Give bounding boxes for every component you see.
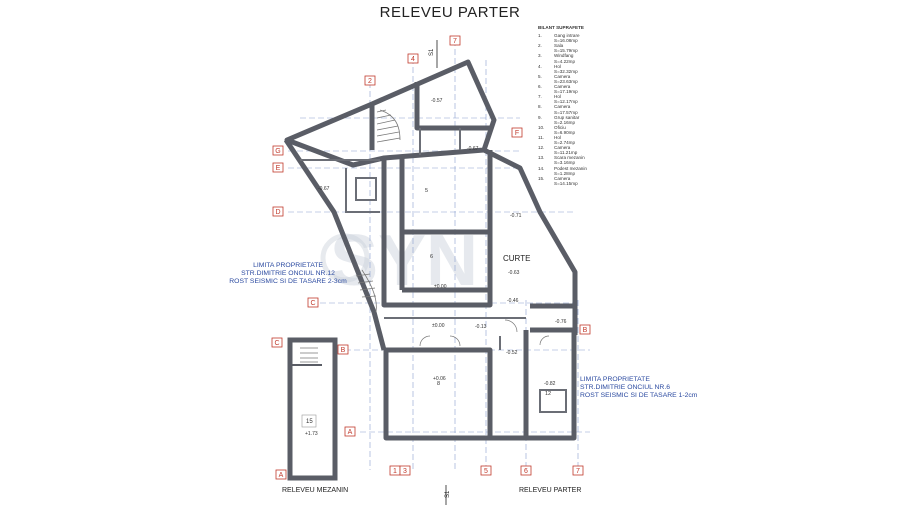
svg-text:S1: S1 bbox=[445, 490, 451, 498]
page-title: RELEVEU PARTER bbox=[379, 4, 521, 21]
stair-main bbox=[376, 109, 401, 143]
svg-text:-0.52: -0.52 bbox=[506, 350, 518, 356]
svg-text:7: 7 bbox=[453, 38, 457, 45]
svg-text:S1: S1 bbox=[429, 48, 435, 56]
axis-bubbles: 2 4 7 1 3 5 6 7 G E D C B A F B C A bbox=[271, 35, 591, 480]
svg-text:-0.71: -0.71 bbox=[510, 213, 522, 219]
svg-text:4: 4 bbox=[411, 56, 415, 63]
svg-text:+1.73: +1.73 bbox=[305, 431, 318, 437]
svg-text:1: 1 bbox=[393, 468, 397, 475]
mezanin-stair bbox=[300, 347, 318, 363]
svg-text:-0.57: -0.57 bbox=[431, 98, 443, 104]
property-limit-right: LIMITA PROPRIETATE STR.DIMITRIE ONCIUL N… bbox=[580, 376, 698, 399]
svg-text:5: 5 bbox=[425, 188, 428, 194]
courtyard-label: CURTE bbox=[503, 254, 531, 263]
level-marks: -0.67 -0.67 -0.71 -0.63 -0.46 -0.13 -0.7… bbox=[305, 98, 567, 437]
room-marks: 5 6 8 12 bbox=[425, 188, 551, 397]
svg-text:+0.06: +0.06 bbox=[433, 376, 446, 382]
svg-text:3: 3 bbox=[403, 468, 407, 475]
interior-walls bbox=[300, 128, 567, 413]
svg-text:6: 6 bbox=[430, 254, 433, 260]
svg-text:F: F bbox=[515, 130, 519, 137]
svg-text:C: C bbox=[274, 340, 279, 347]
legend-heading: BILANT SUPRAFETE bbox=[538, 25, 584, 30]
section-markers: S1 S1 bbox=[429, 40, 451, 505]
svg-text:B: B bbox=[341, 347, 346, 354]
svg-text:A: A bbox=[279, 472, 284, 479]
svg-text:E: E bbox=[276, 165, 281, 172]
svg-text:D: D bbox=[275, 209, 280, 216]
mezanin-plan bbox=[287, 337, 338, 481]
stair-courtyard bbox=[355, 269, 377, 313]
svg-text:A: A bbox=[348, 429, 353, 436]
svg-text:5: 5 bbox=[484, 468, 488, 475]
mezanin-room-label-box bbox=[301, 414, 317, 428]
svg-text:-0.13: -0.13 bbox=[475, 324, 487, 330]
svg-text:12: 12 bbox=[545, 391, 551, 397]
svg-text:-0.76: -0.76 bbox=[555, 319, 567, 325]
svg-text:G: G bbox=[275, 148, 280, 155]
svg-text:B: B bbox=[583, 327, 588, 334]
svg-text:-0.82: -0.82 bbox=[544, 381, 556, 387]
caption-mezanin: RELEVEU MEZANIN bbox=[282, 487, 349, 494]
caption-parter: RELEVEU PARTER bbox=[519, 487, 582, 494]
svg-text:6: 6 bbox=[524, 468, 528, 475]
svg-text:-0.63: -0.63 bbox=[508, 270, 520, 276]
svg-text:8: 8 bbox=[437, 381, 440, 387]
property-limit-left: LIMITA PROPRIETATE STR.DIMITRIE ONCIUL N… bbox=[229, 262, 347, 285]
svg-text:7: 7 bbox=[576, 468, 580, 475]
exterior-walls bbox=[283, 59, 578, 441]
svg-text:-0.67: -0.67 bbox=[467, 146, 479, 152]
mezanin-room-number: 15 bbox=[306, 419, 313, 425]
svg-text:-0.46: -0.46 bbox=[507, 298, 519, 304]
svg-text:C: C bbox=[310, 300, 315, 307]
door-arcs bbox=[419, 319, 550, 347]
svg-text:±0.00: ±0.00 bbox=[432, 323, 445, 329]
svg-text:±0.00: ±0.00 bbox=[434, 284, 447, 290]
svg-text:2: 2 bbox=[368, 78, 372, 85]
svg-text:-0.67: -0.67 bbox=[318, 186, 330, 192]
